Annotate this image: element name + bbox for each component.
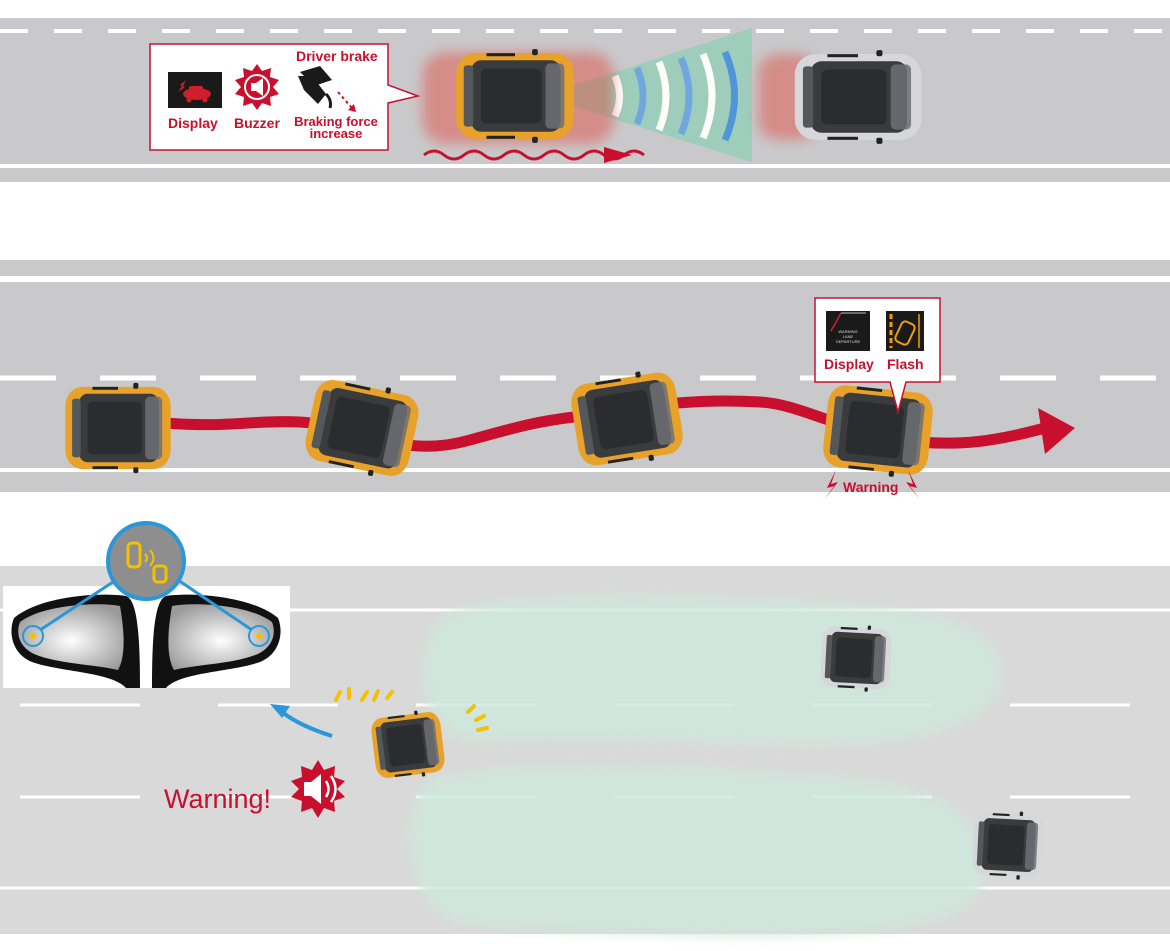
warning-display-icon [168,72,222,108]
left-mirror [11,594,141,688]
adjacent-car-1 [819,623,893,693]
speaker-icon [291,760,345,818]
lead-car [758,50,922,144]
ego-car-1 [422,49,614,144]
buzzer-icon [235,64,279,110]
swaying-car-1 [65,382,171,474]
right-mirror [152,594,281,688]
lane-flash-icon [886,311,924,351]
ego-car-3 [334,687,489,783]
aeb-panel [0,18,1170,182]
blind-spot-warning-label: Warning! [164,784,272,814]
mirror-indicator-left [22,625,44,647]
lane-display-icon [826,311,870,351]
radar-waves [611,50,738,142]
swaying-car-4 [820,379,936,481]
lane-warning-label: Warning [843,479,899,495]
aeb-callout [149,43,421,151]
driver-brake-label: Driver brake [296,48,378,64]
lane-panel [0,260,1170,500]
lane-flash-label: Flash [887,356,924,372]
detection-zone-upper [423,596,1002,745]
lane-change-arrow [280,710,333,738]
braking-force-label: Braking force increase [294,114,378,142]
lane-display-screen-text: WARNING LANE DEPARTURE [835,329,861,344]
lane-display-label: Display [824,356,874,372]
adjacent-car-2 [971,809,1045,881]
sway-arrow-head [1038,408,1075,454]
warning-spark-icon [906,470,920,500]
detection-zone-lower [410,766,987,936]
blind-spot-indicator-icon [106,521,186,601]
mirror-indicator-right [248,625,270,647]
aeb-display-label: Display [168,115,218,131]
blind-spot-panel [0,521,1170,936]
warning-spark-icon [824,470,838,500]
aeb-buzzer-label: Buzzer [234,115,280,131]
brake-pedal-icon [298,66,356,112]
